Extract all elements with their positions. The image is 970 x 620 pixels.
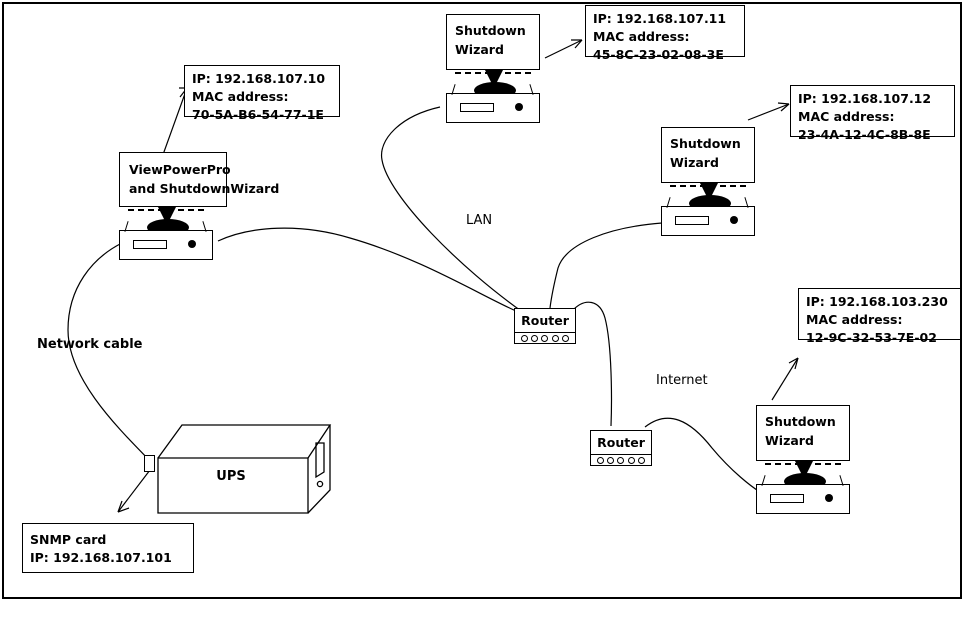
- router-port-icon: [597, 456, 605, 464]
- computer-shutdown-bottom[interactable]: Shutdown Wizard: [756, 405, 854, 514]
- computer-shutdown-top[interactable]: Shutdown Wizard: [446, 14, 544, 123]
- computer-viewpowerpro[interactable]: ViewPowerPro and ShutdownWizard: [119, 152, 279, 260]
- snmp-card-title: SNMP card: [30, 532, 107, 547]
- ups-label: UPS: [216, 469, 246, 484]
- router-port-strip: [514, 333, 576, 344]
- ups-device[interactable]: UPS: [158, 425, 318, 520]
- drive-slot-icon: [770, 494, 804, 503]
- router-lan[interactable]: Router: [514, 308, 576, 344]
- power-button-icon: [730, 216, 738, 224]
- diagram-border-frame: [2, 2, 962, 599]
- router-internet[interactable]: Router: [590, 430, 652, 466]
- label-internet: Internet: [656, 373, 708, 388]
- router-port-icon: [541, 334, 549, 342]
- info-box-shutdown-top: IP: 192.168.107.11 MAC address: 45-8C-23…: [585, 5, 745, 62]
- monitor-screen: Shutdown Wizard: [756, 405, 850, 461]
- power-button-icon: [515, 103, 523, 111]
- monitor-screen: Shutdown Wizard: [446, 14, 540, 70]
- router-port-icon: [531, 334, 539, 342]
- router-port-icon: [637, 456, 645, 464]
- label-lan: LAN: [466, 213, 493, 228]
- pc-tower: [756, 475, 850, 514]
- monitor-line-1: Shutdown: [765, 414, 836, 429]
- power-button-icon: [188, 240, 196, 248]
- info-box-shutdown-right: IP: 192.168.107.12 MAC address: 23-4A-12…: [790, 85, 955, 142]
- monitor-line-1: Shutdown: [455, 23, 526, 38]
- router-port-icon: [627, 456, 635, 464]
- router-port-icon: [551, 334, 559, 342]
- monitor-line-2: Wizard: [765, 433, 814, 449]
- router-port-icon: [617, 456, 625, 464]
- info-mac-label: MAC address:: [192, 88, 289, 104]
- drive-slot-icon: [133, 240, 167, 249]
- monitor-line-1: Shutdown: [670, 136, 741, 151]
- info-mac: 45-8C-23-02-08-3E: [593, 46, 724, 62]
- router-port-icon: [561, 334, 569, 342]
- pc-tower: [119, 221, 213, 260]
- pc-tower: [661, 197, 755, 236]
- info-mac-label: MAC address:: [593, 28, 690, 44]
- computer-shutdown-right[interactable]: Shutdown Wizard: [661, 127, 759, 236]
- info-ip: IP: 192.168.107.10: [192, 71, 326, 86]
- monitor-line-2: Wizard: [455, 42, 504, 58]
- router-label: Router: [590, 430, 652, 455]
- monitor-line-2: and ShutdownWizard: [129, 181, 280, 197]
- router-port-icon: [521, 334, 529, 342]
- info-ip: IP: 192.168.107.11: [593, 11, 727, 26]
- info-mac: 70-5A-B6-54-77-1E: [192, 106, 324, 122]
- info-mac: 12-9C-32-53-7E-02: [806, 329, 937, 345]
- info-box-shutdown-bottom: IP: 192.168.103.230 MAC address: 12-9C-3…: [798, 288, 961, 345]
- info-box-viewpowerpro: IP: 192.168.107.10 MAC address: 70-5A-B6…: [184, 65, 340, 122]
- pc-tower: [446, 84, 540, 123]
- info-mac-label: MAC address:: [798, 108, 895, 124]
- info-ip: IP: 192.168.107.12: [798, 91, 932, 106]
- snmp-card-ip: IP: 192.168.107.101: [30, 549, 172, 565]
- monitor-screen: ViewPowerPro and ShutdownWizard: [119, 152, 280, 207]
- drive-slot-icon: [460, 103, 494, 112]
- info-ip: IP: 192.168.103.230: [806, 294, 948, 309]
- router-port-strip: [590, 455, 652, 466]
- drive-slot-icon: [675, 216, 709, 225]
- monitor-line-1: ViewPowerPro: [129, 162, 231, 177]
- monitor-line-2: Wizard: [670, 155, 719, 171]
- info-mac-label: MAC address:: [806, 311, 903, 327]
- info-box-snmp-card: SNMP card IP: 192.168.107.101: [22, 523, 194, 573]
- monitor-screen: Shutdown Wizard: [661, 127, 755, 183]
- snmp-card-port[interactable]: [144, 455, 155, 472]
- label-network-cable: Network cable: [37, 337, 143, 352]
- power-button-icon: [825, 494, 833, 502]
- router-label: Router: [514, 308, 576, 333]
- info-mac: 23-4A-12-4C-8B-8E: [798, 126, 931, 142]
- router-port-icon: [607, 456, 615, 464]
